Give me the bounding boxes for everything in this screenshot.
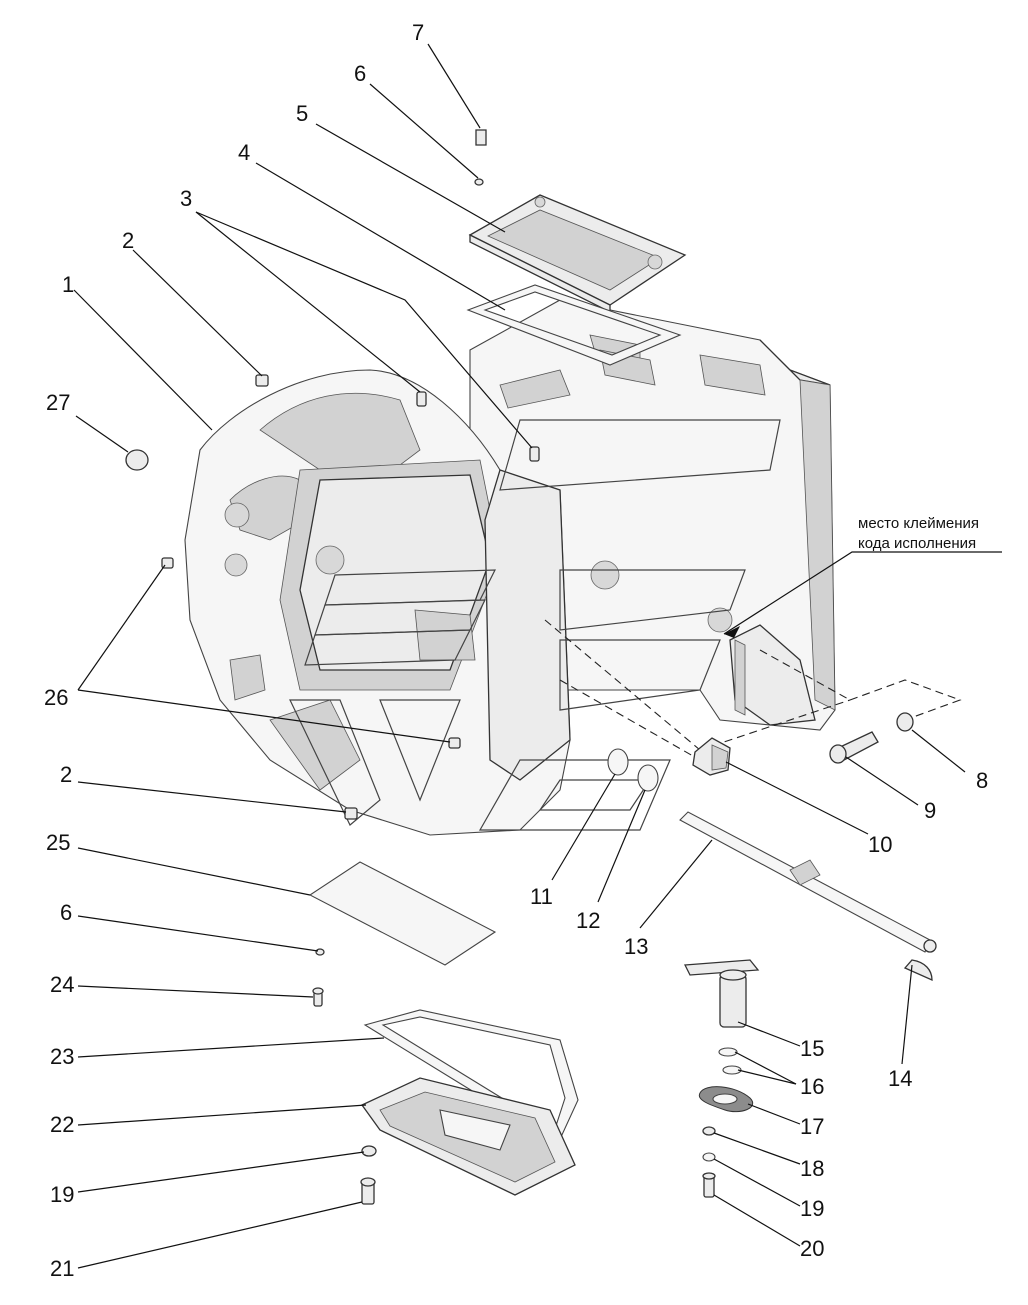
- seal-part-12: [637, 764, 659, 792]
- callout-19-right: 19: [800, 1196, 824, 1221]
- washer-part-6-bottom: [315, 948, 325, 956]
- ring-part-16-b: [722, 1065, 742, 1075]
- cover-part-22: [361, 1077, 576, 1196]
- ring-part-16-a: [718, 1047, 738, 1057]
- callout-17: 17: [800, 1114, 824, 1139]
- gasket-part-4: [466, 284, 682, 366]
- callout-1: 1: [62, 272, 74, 297]
- callout-8: 8: [976, 768, 988, 793]
- seal-part-11: [607, 748, 629, 776]
- gasket-part-25: [308, 861, 497, 966]
- lever-part-15: [683, 959, 760, 1028]
- bolt-part-7: [475, 129, 487, 146]
- callout-18: 18: [800, 1156, 824, 1181]
- callout-13: 13: [624, 934, 648, 959]
- callout-4: 4: [238, 140, 250, 165]
- gearbox-housing: [184, 299, 836, 836]
- callout-26: 26: [44, 685, 68, 710]
- callout-labels: 7 6 5 4 3 2 1 27 26 2 25 6 24 23 22 19 2…: [44, 20, 988, 1281]
- bolt-part-20: [702, 1172, 716, 1198]
- washer-part-19-left: [361, 1145, 377, 1157]
- bolt-part-24: [312, 987, 324, 1007]
- ring-part-8: [896, 712, 914, 732]
- callout-11: 11: [530, 884, 553, 909]
- plug-part-26-b: [448, 737, 461, 749]
- callout-27: 27: [46, 390, 70, 415]
- washer-part-18: [702, 1126, 716, 1136]
- bolt-part-21: [360, 1177, 376, 1205]
- watermark-logo: [289, 419, 781, 831]
- callout-7: 7: [412, 20, 424, 45]
- callout-2-bottom: 2: [60, 762, 72, 787]
- plug-part-2-bottom: [344, 807, 358, 820]
- callout-16: 16: [800, 1074, 824, 1099]
- pin-part-3-b: [529, 446, 540, 462]
- callout-15: 15: [800, 1036, 824, 1061]
- callout-24: 24: [50, 972, 74, 997]
- callout-23: 23: [50, 1044, 74, 1069]
- callout-9: 9: [924, 798, 936, 823]
- plug-part-2-top: [255, 374, 269, 387]
- plug-part-10: [692, 737, 731, 776]
- marking-note-line1: место клеймения: [858, 515, 979, 532]
- callout-6-bottom: 6: [60, 900, 72, 925]
- shaft-part-13: [679, 811, 937, 953]
- pin-part-3-a: [416, 391, 427, 407]
- callout-21: 21: [50, 1256, 74, 1281]
- callout-2-top: 2: [122, 228, 134, 253]
- callout-12: 12: [576, 908, 600, 933]
- top-cover-part-5: [468, 194, 687, 314]
- callout-6-top: 6: [354, 61, 366, 86]
- callout-5: 5: [296, 101, 308, 126]
- bolt-part-9: [829, 731, 879, 764]
- callout-22: 22: [50, 1112, 74, 1137]
- washer-part-6-top: [474, 178, 484, 186]
- callout-10: 10: [868, 832, 892, 857]
- callout-20: 20: [800, 1236, 824, 1261]
- callout-14: 14: [888, 1066, 912, 1091]
- callout-3: 3: [180, 186, 192, 211]
- key-part-14: [903, 959, 933, 982]
- marking-note-line2: кода исполнения: [858, 535, 976, 552]
- callout-19-left: 19: [50, 1182, 74, 1207]
- plug-part-27: [125, 449, 149, 471]
- assembly-dashed-line: [544, 619, 962, 751]
- leader-lines: [73, 43, 1002, 1269]
- washer-part-19-right: [702, 1152, 716, 1162]
- callout-25: 25: [46, 830, 70, 855]
